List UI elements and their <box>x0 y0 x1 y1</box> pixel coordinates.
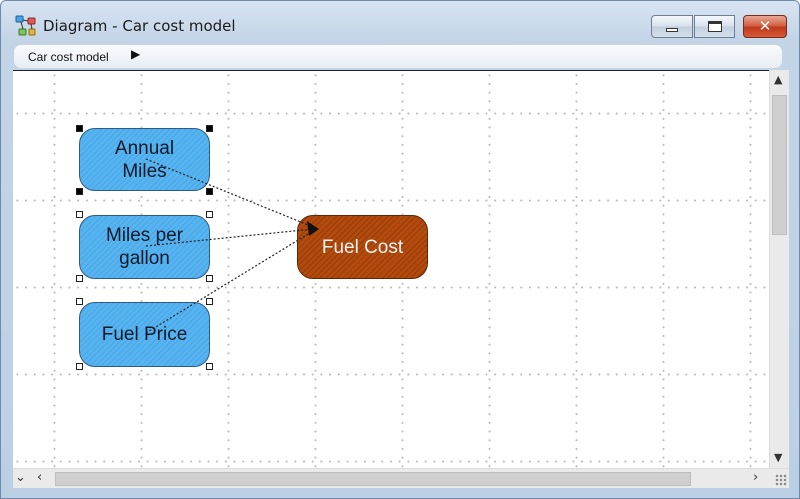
window-title: Diagram - Car cost model <box>43 17 236 35</box>
scroll-left-icon[interactable]: ‹ <box>37 470 43 485</box>
selection-handle[interactable] <box>76 125 83 132</box>
diagram-icon <box>15 15 36 36</box>
selection-handle[interactable] <box>76 188 83 195</box>
scroll-up-icon[interactable]: ▲ <box>774 73 783 86</box>
selection-handle[interactable] <box>206 211 213 218</box>
vertical-scroll-thumb[interactable] <box>772 95 787 235</box>
selection-handle[interactable] <box>76 275 83 282</box>
selection-handle[interactable] <box>206 188 213 195</box>
title-bar[interactable]: Diagram - Car cost model ✕ <box>1 1 799 41</box>
close-button[interactable]: ✕ <box>743 15 787 38</box>
selection-handle[interactable] <box>76 298 83 305</box>
chevron-down-icon[interactable]: ⌄ <box>15 470 26 485</box>
node-miles-per-gallon[interactable]: Miles per gallon <box>79 215 210 279</box>
minimize-icon <box>666 28 678 32</box>
breadcrumb: Car cost model ▶ <box>13 44 783 69</box>
resize-grip-icon[interactable] <box>775 474 787 486</box>
node-annual-miles[interactable]: Annual Miles <box>79 128 210 191</box>
horizontal-scroll-thumb[interactable] <box>55 472 691 486</box>
triangle-right-icon[interactable]: ▶ <box>131 47 141 61</box>
selection-handle[interactable] <box>206 125 213 132</box>
close-icon: ✕ <box>758 17 772 35</box>
scroll-down-icon[interactable]: ▼ <box>774 451 783 464</box>
minimize-button[interactable] <box>651 15 693 38</box>
vertical-scrollbar[interactable]: ▲ ▼ <box>769 70 789 468</box>
node-fuel-price[interactable]: Fuel Price <box>79 302 210 367</box>
selection-handle[interactable] <box>206 298 213 305</box>
node-label: Annual Miles <box>114 137 175 182</box>
node-label: Fuel Cost <box>321 236 404 258</box>
maximize-icon <box>708 21 722 32</box>
maximize-button[interactable] <box>694 15 735 38</box>
node-fuel-cost[interactable]: Fuel Cost <box>297 215 428 279</box>
selection-handle[interactable] <box>206 363 213 370</box>
selection-handle[interactable] <box>76 211 83 218</box>
selection-handle[interactable] <box>206 275 213 282</box>
node-label: Miles per gallon <box>105 225 184 269</box>
horizontal-scrollbar[interactable]: ⌄ ‹ › <box>13 468 789 488</box>
scroll-right-icon[interactable]: › <box>753 470 759 485</box>
selection-handle[interactable] <box>76 363 83 370</box>
node-label: Fuel Price <box>101 324 188 345</box>
breadcrumb-item-car-cost-model[interactable]: Car cost model <box>28 50 109 64</box>
